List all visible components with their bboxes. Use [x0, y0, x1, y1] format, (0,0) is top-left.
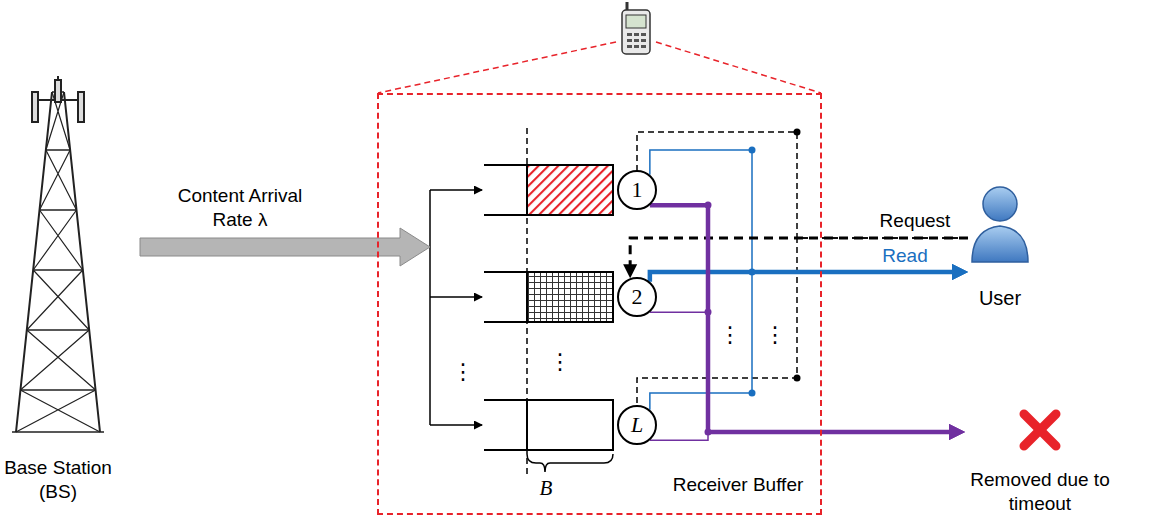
- connector-line: [637, 238, 968, 405]
- ellipsis-mark: ⋮: [719, 322, 741, 348]
- queues: [484, 165, 613, 450]
- ellipsis-mark: ⋮: [549, 349, 571, 375]
- dimension-label: B: [540, 476, 553, 501]
- user: User: [968, 180, 1032, 314]
- connector-line: [637, 132, 968, 238]
- edge-label: Content Arrival Rate λ: [160, 184, 320, 232]
- removed-target: Removed due to timeout: [965, 408, 1115, 520]
- receiver-buffer: Receiver Buffer 1 2L: [377, 93, 822, 515]
- arrowhead: [949, 424, 965, 440]
- connector: [650, 150, 968, 280]
- connector: [140, 228, 430, 266]
- edge-label: Request: [865, 209, 965, 233]
- node-label: Removed due to timeout: [965, 468, 1115, 516]
- edge-label: Read: [870, 245, 940, 267]
- connector: [637, 238, 968, 405]
- arrowhead: [952, 264, 968, 280]
- server-number: 1: [632, 178, 643, 202]
- server-circle: 1: [617, 170, 657, 210]
- connector: [650, 312, 965, 440]
- splitter: [430, 190, 482, 425]
- server-circle: 2: [617, 277, 657, 317]
- server-circle: L: [617, 405, 657, 445]
- zoom-lines: [378, 42, 821, 93]
- arrowhead: [952, 264, 968, 280]
- connector-line: [650, 272, 957, 410]
- ellipsis-mark: ⋮: [452, 359, 474, 385]
- phone-icon: [622, 2, 650, 54]
- arrowhead: [949, 424, 965, 440]
- remove-cross: [1024, 414, 1056, 446]
- server-number: L: [631, 413, 643, 437]
- arrowhead: [949, 424, 965, 440]
- node-label: Receiver Buffer: [661, 473, 815, 497]
- buffer-boundary: [526, 128, 528, 474]
- arrival-arrow: [140, 228, 430, 266]
- connector-line: [630, 238, 968, 268]
- connector-line: [650, 312, 954, 432]
- tower-icon: [12, 76, 104, 432]
- ellipsis-mark: ⋮: [764, 322, 786, 348]
- user-icon: [972, 187, 1028, 262]
- connector: [637, 132, 968, 238]
- base-station: Base Station (BS): [0, 80, 140, 520]
- node-label: Base Station (BS): [0, 456, 116, 504]
- connector-line: [650, 272, 957, 282]
- connector: [650, 205, 965, 440]
- brace: [527, 454, 613, 472]
- connector-line: [650, 205, 954, 432]
- arrowhead: [952, 264, 968, 280]
- node-label: User: [968, 286, 1032, 310]
- server-number: 2: [632, 285, 643, 309]
- connector: [650, 264, 968, 410]
